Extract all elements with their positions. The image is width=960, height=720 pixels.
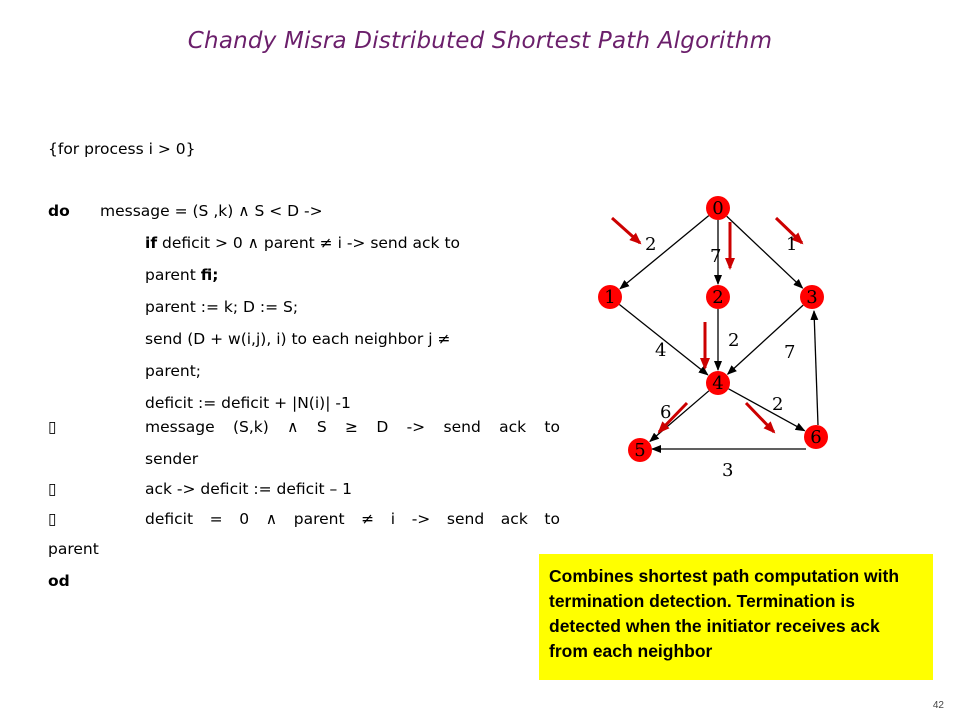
slide-title: Chandy Misra Distributed Shortest Path A… xyxy=(187,28,773,54)
code-line-11: deficit = 0 ∧ parent ≠ i -> send ack to xyxy=(145,510,560,528)
graph-node-label-3: 3 xyxy=(806,287,817,308)
edge-0-3 xyxy=(726,215,804,289)
edge-0-1 xyxy=(619,215,710,290)
guard-symbol-2: ▯ xyxy=(48,480,57,498)
page-number: 42 xyxy=(932,700,944,711)
graph-node-6 xyxy=(804,425,828,449)
edge-weight-0-1: 2 xyxy=(645,234,656,255)
code-line-7: deficit := deficit + |N(i)| -1 xyxy=(145,394,351,412)
code-od-keyword: od xyxy=(48,572,70,590)
graph-node-label-6: 6 xyxy=(810,427,821,448)
edge-weight-1-4: 4 xyxy=(655,340,666,361)
edge-4-5 xyxy=(649,390,710,443)
code-line-9: sender xyxy=(145,450,199,468)
guard-symbol-3: ▯ xyxy=(48,510,57,528)
edge-weight-4-6: 2 xyxy=(772,394,783,415)
graph-node-label-2: 2 xyxy=(712,287,723,308)
message-arrow-5 xyxy=(657,401,689,434)
edge-weight-0-3: 1 xyxy=(786,234,797,255)
edge-weight-6-5: 3 xyxy=(722,460,733,481)
code-line-1: message = (S ,k) ∧ S < D -> xyxy=(100,202,323,220)
code-line-3-text: parent xyxy=(145,266,201,284)
code-line-6: parent; xyxy=(145,362,202,380)
code-line-2-text: deficit > 0 ∧ parent ≠ i -> send ack to xyxy=(157,234,461,252)
code-fi-keyword: fi; xyxy=(200,266,219,284)
message-arrow-1 xyxy=(611,216,642,245)
graph-node-3 xyxy=(800,285,824,309)
edge-4-6 xyxy=(728,388,806,432)
code-line-12: parent xyxy=(48,540,99,558)
code-if-keyword: if xyxy=(145,234,158,252)
graph-node-1 xyxy=(598,285,622,309)
graph-node-0 xyxy=(706,196,730,220)
info-note-box: Combines shortest path computation with … xyxy=(539,554,933,680)
graph-node-label-4: 4 xyxy=(712,373,723,394)
message-arrow-3 xyxy=(774,216,804,245)
edge-1-4 xyxy=(618,303,709,376)
code-for-process: {for process i > 0} xyxy=(48,140,196,158)
edge-weight-2-4: 2 xyxy=(728,330,739,351)
graph-node-2 xyxy=(706,285,730,309)
guard-symbol-1: ▯ xyxy=(48,418,57,436)
message-arrow-6 xyxy=(744,401,776,434)
code-line-2: if deficit > 0 ∧ parent ≠ i -> send ack … xyxy=(145,234,460,252)
edge-weight-4-5: 6 xyxy=(660,402,671,423)
code-line-10: ack -> deficit := deficit – 1 xyxy=(145,480,353,498)
edge-6-3 xyxy=(810,310,819,426)
graph-node-label-0: 0 xyxy=(712,198,723,219)
code-do-keyword: do xyxy=(48,202,70,220)
graph-node-label-1: 1 xyxy=(604,287,615,308)
graph-node-4 xyxy=(706,371,730,395)
code-line-3: parent fi; xyxy=(145,266,218,284)
edge-weight-0-2: 7 xyxy=(710,246,721,267)
edge-3-4 xyxy=(726,304,804,375)
graph-node-label-5: 5 xyxy=(634,440,645,461)
code-line-4: parent := k; D := S; xyxy=(145,298,299,316)
code-line-8: message (S,k) ∧ S ≥ D -> send ack to xyxy=(145,418,560,436)
edge-weight-3-4: 7 xyxy=(784,342,795,363)
code-line-5: send (D + w(i,j), i) to each neighbor j … xyxy=(145,330,451,348)
graph-node-5 xyxy=(628,438,652,462)
